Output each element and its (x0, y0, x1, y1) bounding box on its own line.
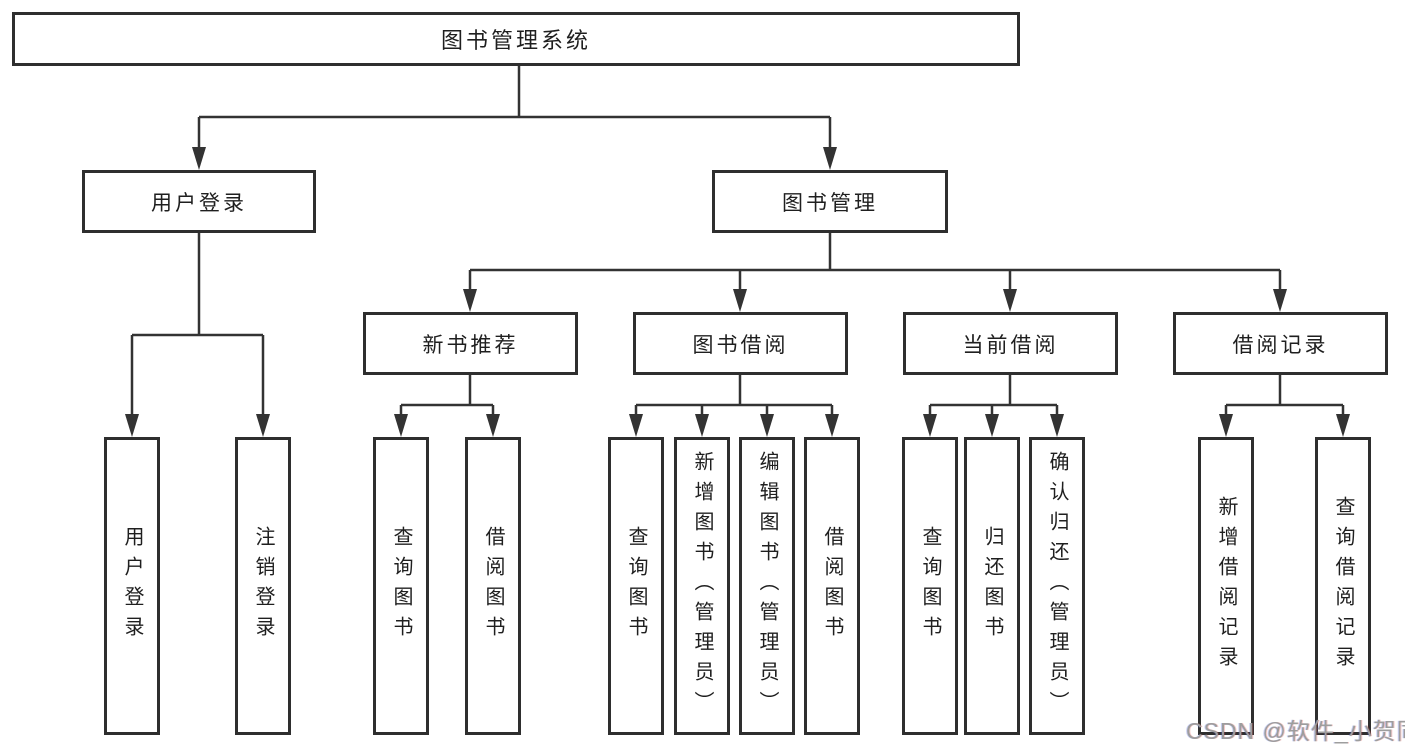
node-current-return-book: 归还图书 (964, 437, 1020, 735)
node-borrowing-add-book-admin: 新增图书（管理员） (674, 437, 730, 735)
node-current-confirm-return-admin: 确认归还（管理员） (1029, 437, 1085, 735)
csdn-watermark: CSDN @软件_小贺同学 (1186, 718, 1405, 744)
node-borrowing-borrow-book: 借阅图书 (804, 437, 860, 735)
connector-new-book (399, 375, 495, 416)
node-root: 图书管理系统 (12, 12, 1020, 66)
node-current-query-book: 查询图书 (902, 437, 958, 735)
connector-user-login (130, 233, 265, 416)
node-book-borrowing: 图书借阅 (633, 312, 848, 375)
connector-borrowing-records (1224, 375, 1345, 416)
node-login-user-login: 用户登录 (104, 437, 160, 735)
connector-book-borrowing (634, 375, 834, 416)
arrowheads (125, 147, 1350, 437)
node-borrowing-records: 借阅记录 (1173, 312, 1388, 375)
node-records-add-record: 新增借阅记录 (1198, 437, 1254, 735)
node-current-borrowing: 当前借阅 (903, 312, 1118, 375)
connector-root (197, 66, 832, 150)
node-newbook-query-book: 查询图书 (373, 437, 429, 735)
node-new-book-recommendation: 新书推荐 (363, 312, 578, 375)
node-newbook-borrow-book: 借阅图书 (465, 437, 521, 735)
node-records-query-record: 查询借阅记录 (1315, 437, 1371, 735)
node-user-login: 用户登录 (82, 170, 316, 233)
node-login-logout: 注销登录 (235, 437, 291, 735)
connector-book-management (468, 233, 1282, 292)
node-book-management: 图书管理 (712, 170, 948, 233)
connector-current-borrowing (928, 375, 1059, 416)
node-borrowing-query-book: 查询图书 (608, 437, 664, 735)
node-borrowing-edit-book-admin: 编辑图书（管理员） (739, 437, 795, 735)
